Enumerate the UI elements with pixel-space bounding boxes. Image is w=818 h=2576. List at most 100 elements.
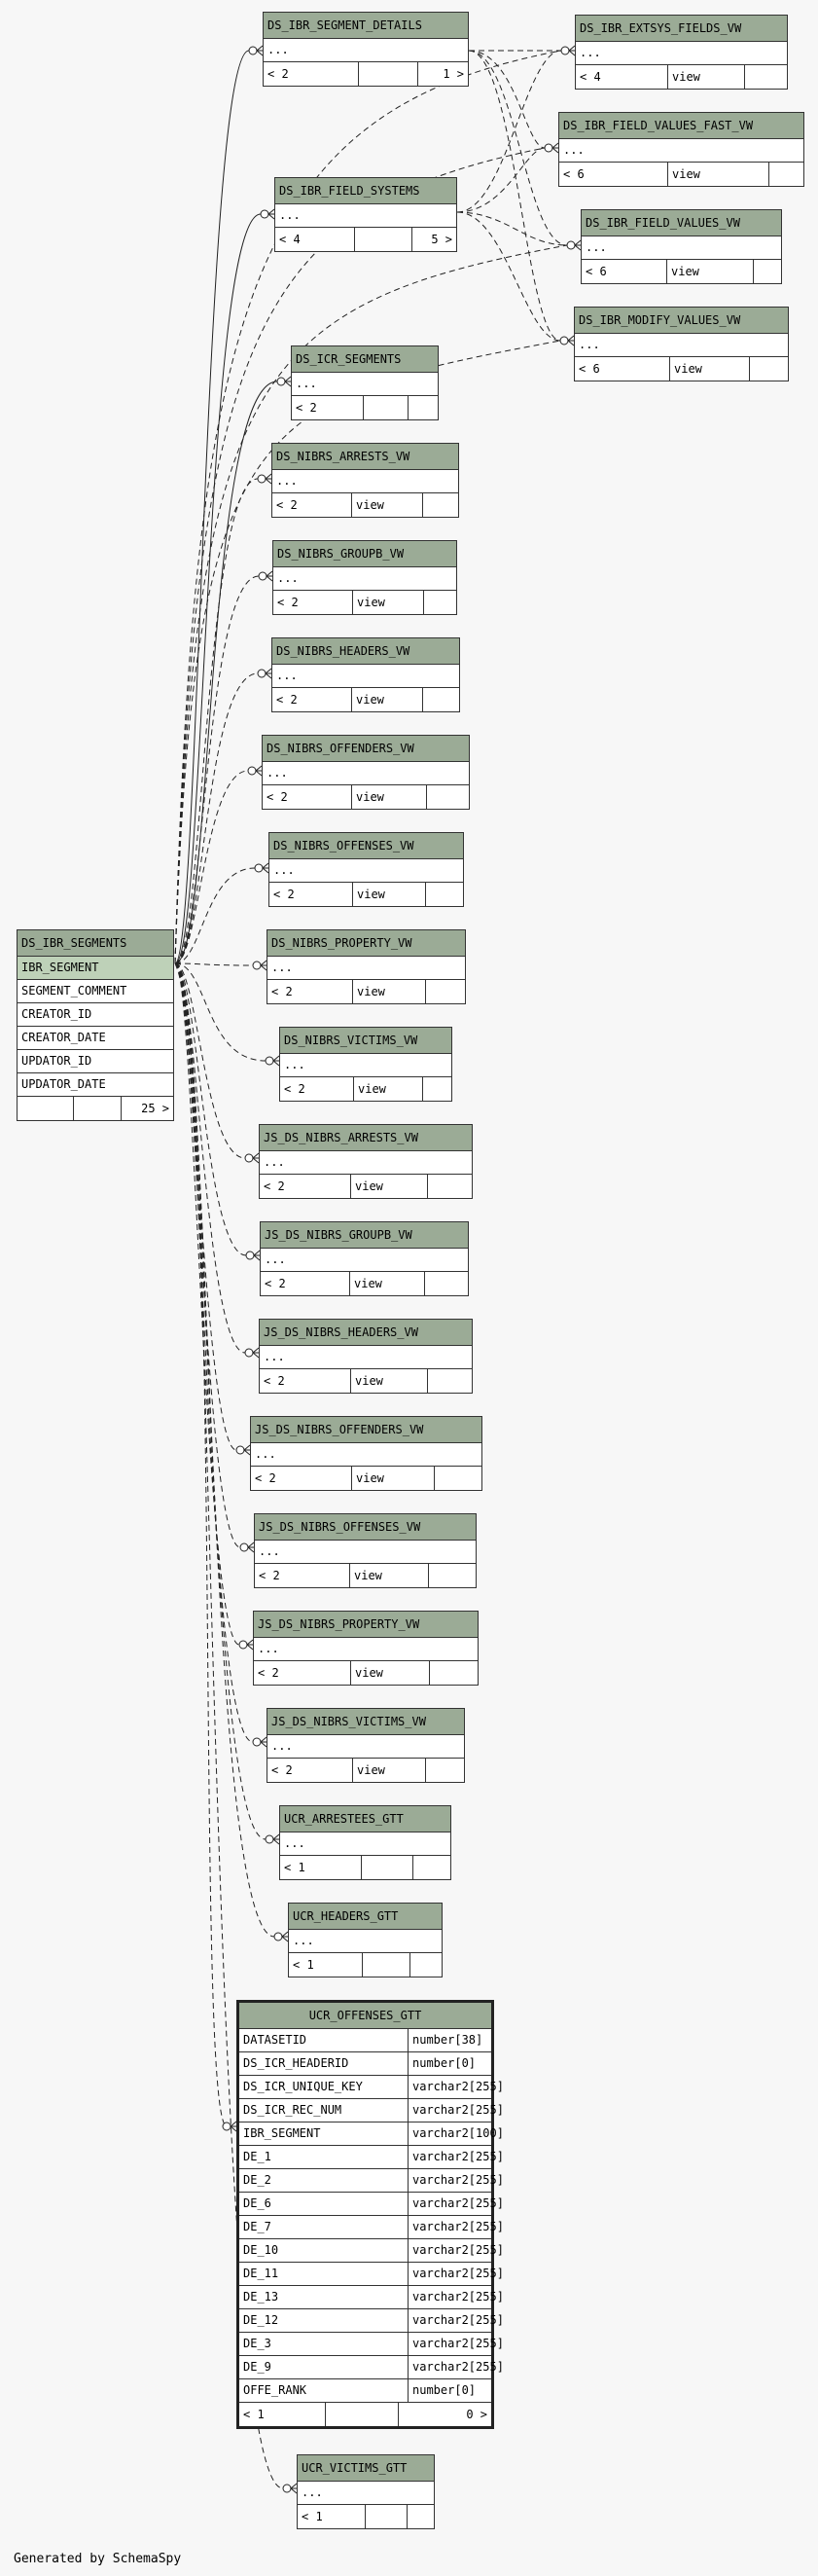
footer-children[interactable]: < 2 bbox=[273, 591, 353, 614]
footer-parents[interactable] bbox=[429, 1564, 476, 1587]
table-title[interactable]: DS_IBR_EXTSYS_FIELDS_VW bbox=[576, 16, 787, 42]
table-title[interactable]: DS_IBR_FIELD_VALUES_FAST_VW bbox=[559, 113, 803, 139]
footer-children[interactable]: < 2 bbox=[267, 1759, 353, 1782]
footer-children[interactable]: < 2 bbox=[260, 1175, 351, 1198]
table-column[interactable]: ... bbox=[254, 1638, 478, 1661]
footer-children[interactable]: < 2 bbox=[260, 1369, 351, 1393]
footer-parents[interactable] bbox=[428, 1175, 472, 1198]
table-column[interactable]: ... bbox=[272, 470, 458, 493]
table-ucr-headers-gtt[interactable]: UCR_HEADERS_GTT...< 1 bbox=[288, 1903, 443, 1977]
footer-parents[interactable] bbox=[410, 1953, 442, 1977]
table-column[interactable]: ... bbox=[260, 1346, 472, 1369]
footer-parents[interactable] bbox=[426, 980, 465, 1003]
footer-parents[interactable] bbox=[430, 1661, 478, 1685]
table-column[interactable]: ... bbox=[280, 1832, 450, 1856]
table-column[interactable]: ... bbox=[582, 236, 781, 260]
footer-parents[interactable] bbox=[754, 260, 781, 283]
table-column[interactable]: ... bbox=[298, 2482, 434, 2505]
table-title[interactable]: DS_IBR_MODIFY_VALUES_VW bbox=[575, 308, 788, 334]
footer-children[interactable]: < 2 bbox=[255, 1564, 350, 1587]
footer-children[interactable]: < 1 bbox=[289, 1953, 363, 1977]
table-column[interactable]: ... bbox=[267, 1735, 464, 1759]
footer-children[interactable]: < 6 bbox=[582, 260, 667, 283]
footer-children[interactable]: < 4 bbox=[275, 228, 355, 251]
footer-parents[interactable] bbox=[409, 396, 438, 419]
table-column[interactable]: ... bbox=[263, 762, 469, 785]
footer-parents[interactable]: 1 > bbox=[443, 67, 464, 81]
table-ds-icr-segments[interactable]: DS_ICR_SEGMENTS...< 2 bbox=[291, 345, 439, 420]
table-ucr-victims-gtt[interactable]: UCR_VICTIMS_GTT...< 1 bbox=[297, 2454, 435, 2529]
table-column[interactable]: ... bbox=[559, 139, 803, 163]
footer-parents[interactable] bbox=[424, 591, 456, 614]
footer-children[interactable]: < 2 bbox=[261, 1272, 350, 1295]
footer-parents[interactable] bbox=[426, 1759, 464, 1782]
footer-parents[interactable] bbox=[428, 1369, 472, 1393]
table-ucr-arrestees-gtt[interactable]: UCR_ARRESTEES_GTT...< 1 bbox=[279, 1805, 451, 1880]
table-column[interactable]: ... bbox=[255, 1541, 476, 1564]
table-column[interactable]: ... bbox=[264, 39, 468, 62]
table-title[interactable]: JS_DS_NIBRS_VICTIMS_VW bbox=[267, 1709, 464, 1735]
table-title[interactable]: DS_NIBRS_OFFENSES_VW bbox=[269, 833, 463, 859]
footer-parents[interactable] bbox=[425, 1272, 468, 1295]
footer-children[interactable]: < 2 bbox=[269, 883, 353, 906]
table-title[interactable]: JS_DS_NIBRS_GROUPB_VW bbox=[261, 1222, 468, 1249]
footer-children[interactable]: < 6 bbox=[559, 163, 668, 186]
footer-children[interactable]: < 2 bbox=[254, 1661, 351, 1685]
table-title[interactable]: DS_IBR_FIELD_SYSTEMS bbox=[275, 178, 456, 204]
footer-parents[interactable]: 25 > bbox=[141, 1102, 169, 1115]
table-column[interactable]: ... bbox=[292, 373, 438, 396]
table-column[interactable]: ... bbox=[289, 1930, 442, 1953]
footer-parents[interactable] bbox=[435, 1467, 481, 1490]
table-column[interactable]: SEGMENT_COMMENT bbox=[18, 980, 173, 1003]
footer-children[interactable]: < 2 bbox=[251, 1467, 352, 1490]
footer-parents[interactable] bbox=[426, 883, 463, 906]
footer-children[interactable]: < 1 bbox=[298, 2505, 366, 2528]
footer-children[interactable]: < 6 bbox=[575, 357, 670, 381]
table-column[interactable]: ... bbox=[251, 1443, 481, 1467]
table-column[interactable]: ... bbox=[272, 665, 459, 688]
focus-footer-left[interactable]: < 1 bbox=[239, 2403, 326, 2426]
table-column[interactable]: ... bbox=[275, 204, 456, 228]
table-column[interactable]: ... bbox=[267, 957, 465, 980]
table-title[interactable]: DS_NIBRS_GROUPB_VW bbox=[273, 541, 456, 567]
footer-children[interactable]: < 2 bbox=[272, 688, 352, 711]
footer-parents[interactable] bbox=[423, 493, 458, 517]
footer-children[interactable]: < 2 bbox=[267, 980, 353, 1003]
footer-children[interactable]: < 1 bbox=[280, 1856, 362, 1879]
footer-parents[interactable] bbox=[423, 1077, 451, 1101]
table-column[interactable]: ... bbox=[273, 567, 456, 591]
footer-parents[interactable] bbox=[413, 1856, 450, 1879]
primary-key-column[interactable]: IBR_SEGMENT bbox=[18, 957, 173, 980]
footer-parents[interactable] bbox=[423, 688, 459, 711]
footer-parents[interactable] bbox=[427, 785, 469, 809]
table-column[interactable]: ... bbox=[576, 42, 787, 65]
table-title[interactable]: DS_NIBRS_OFFENDERS_VW bbox=[263, 736, 469, 762]
table-title[interactable]: DS_IBR_SEGMENT_DETAILS bbox=[264, 13, 468, 39]
